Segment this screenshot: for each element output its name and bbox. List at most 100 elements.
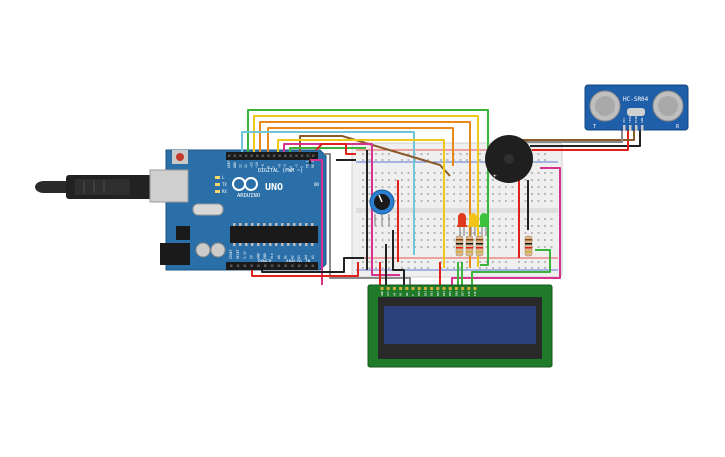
lcd-pin[interactable]: [386, 287, 390, 290]
header-pin[interactable]: [250, 264, 253, 268]
board-led-label: TX: [222, 182, 227, 187]
lcd-pin[interactable]: [417, 287, 421, 290]
lcd-pin[interactable]: [454, 287, 458, 290]
header-pin[interactable]: [291, 264, 294, 268]
header-pin[interactable]: [284, 264, 287, 268]
wire[interactable]: [247, 109, 489, 266]
header-pin[interactable]: [311, 264, 315, 268]
lcd-pin-label: RW: [405, 292, 409, 296]
wires: [241, 109, 641, 286]
header-pin[interactable]: [244, 154, 248, 158]
wire[interactable]: [512, 130, 623, 143]
wire[interactable]: [277, 139, 445, 268]
header-pin[interactable]: [236, 264, 240, 268]
lcd-pin[interactable]: [448, 287, 452, 290]
header-pin[interactable]: [300, 154, 304, 158]
on-led-label: ON: [314, 182, 319, 187]
lcd-pin[interactable]: [436, 287, 440, 290]
sensor-pin[interactable]: [629, 125, 632, 131]
header-pin[interactable]: [304, 264, 308, 268]
power-pin-label: IOREF: [229, 249, 233, 259]
wire[interactable]: [267, 127, 454, 166]
arduino-model-label: UNO: [265, 182, 283, 193]
lcd-pin[interactable]: [405, 287, 409, 290]
lcd-pin[interactable]: [442, 287, 446, 290]
lcd-pin-label: LED: [473, 291, 477, 296]
power-pin-label: A4: [304, 255, 308, 259]
header-pin[interactable]: [257, 264, 260, 268]
wire[interactable]: [283, 143, 400, 276]
sensor-pin[interactable]: [635, 125, 638, 131]
header-pin[interactable]: [233, 154, 237, 158]
wire[interactable]: [289, 147, 366, 152]
sensor-pin-label: ECHO: [634, 116, 638, 123]
header-pin[interactable]: [267, 154, 270, 158]
header-pin[interactable]: [306, 154, 309, 158]
digital-pin-label: RX 0: [311, 160, 315, 168]
wire[interactable]: [315, 143, 356, 155]
power-pin-label: 3.3V: [243, 251, 247, 259]
header-pin[interactable]: [295, 154, 298, 158]
wire[interactable]: [392, 230, 405, 286]
lcd-pin[interactable]: [392, 287, 396, 290]
header-pin[interactable]: [228, 154, 231, 158]
header-pin[interactable]: [284, 154, 287, 158]
header-pin[interactable]: [312, 154, 315, 158]
wire[interactable]: [324, 153, 411, 286]
power-pin-label: GND: [256, 253, 260, 259]
lcd-screen: [384, 306, 536, 344]
digital-pin-label: ~10: [255, 162, 259, 168]
lcd-pin-label: DB1: [423, 291, 427, 296]
power-pin-label: RESET: [236, 249, 240, 259]
digital-header-label: DIGITAL (PWM ~): [258, 168, 303, 174]
header-pin[interactable]: [230, 264, 233, 268]
lcd-pin[interactable]: [473, 287, 477, 290]
lcd-pin-label: V0: [392, 292, 396, 296]
board-led-label: RX: [222, 189, 227, 194]
wire[interactable]: [310, 159, 323, 285]
header-pin[interactable]: [243, 264, 247, 268]
reset-button[interactable]: [176, 153, 184, 161]
lcd-pin-label: E: [411, 294, 415, 296]
wire[interactable]: [253, 115, 479, 267]
lcd-pin[interactable]: [461, 287, 465, 290]
header-pin[interactable]: [239, 154, 242, 158]
wire[interactable]: [530, 130, 641, 147]
svg-text:+: +: [493, 173, 497, 180]
header-pin[interactable]: [289, 154, 293, 158]
header-pin[interactable]: [298, 264, 301, 268]
lcd-pin-label: DB7: [461, 291, 465, 296]
led-icon: [469, 213, 477, 226]
potentiometer[interactable]: [369, 189, 395, 226]
wire[interactable]: [261, 257, 364, 273]
lcd-pin[interactable]: [411, 287, 415, 290]
header-pin[interactable]: [270, 264, 274, 268]
sensor-pin[interactable]: [623, 125, 626, 131]
digital-pin-label: 13: [238, 164, 242, 168]
digital-header: [226, 152, 318, 160]
header-pin[interactable]: [261, 154, 265, 158]
lcd-pin[interactable]: [423, 287, 427, 290]
lcd-pin[interactable]: [467, 287, 471, 290]
header-pin[interactable]: [277, 264, 281, 268]
header-pin[interactable]: [250, 154, 253, 158]
lcd-pin[interactable]: [380, 287, 384, 290]
wire[interactable]: [251, 262, 359, 277]
header-pin[interactable]: [272, 154, 276, 158]
lcd-pin[interactable]: [430, 287, 434, 290]
wire[interactable]: [259, 121, 471, 268]
wire[interactable]: [532, 130, 629, 151]
traffic-leds: [457, 213, 489, 236]
sensor-pin[interactable]: [641, 125, 644, 131]
wire[interactable]: [471, 249, 551, 286]
lcd-pin-label: DB6: [454, 291, 458, 296]
header-pin[interactable]: [256, 154, 259, 158]
header-pin[interactable]: [278, 154, 281, 158]
wire[interactable]: [241, 131, 415, 255]
digital-pin-label: AREF: [227, 160, 231, 168]
wire[interactable]: [451, 167, 561, 286]
header-pin[interactable]: [264, 264, 267, 268]
lcd-pin[interactable]: [399, 287, 403, 290]
wire[interactable]: [520, 130, 635, 141]
